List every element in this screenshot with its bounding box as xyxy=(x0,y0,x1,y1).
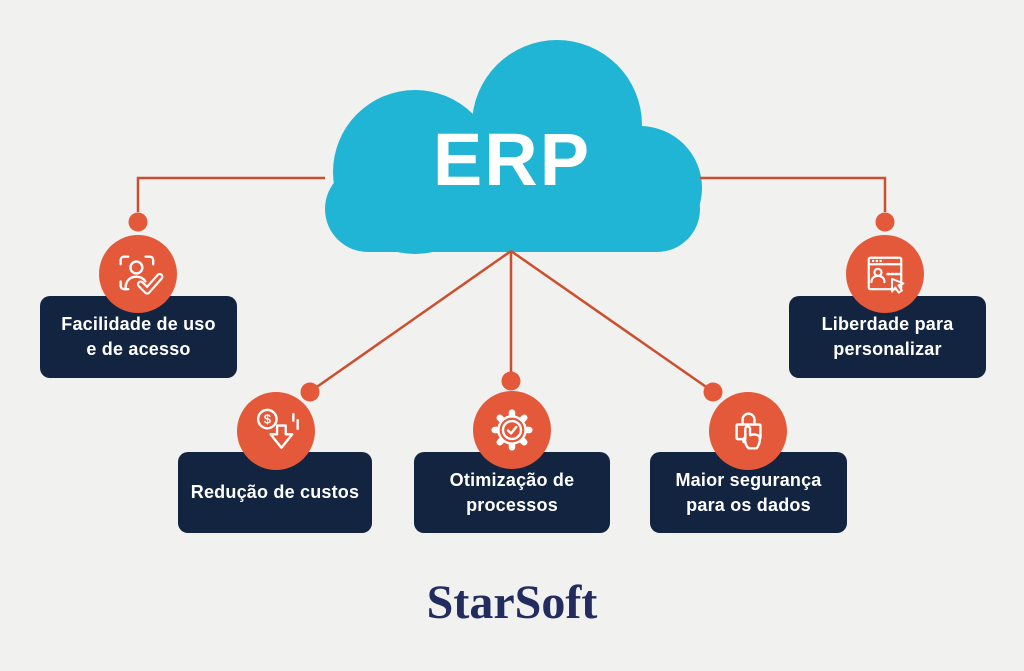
browser-user-cursor-icon xyxy=(867,256,905,294)
icon-circle-process-optimization xyxy=(473,391,551,469)
gear-check-icon xyxy=(491,409,533,451)
connector-diagonal-left xyxy=(310,249,512,393)
label-line: personalizar xyxy=(833,339,942,359)
brand-logo: StarSoft xyxy=(426,576,598,629)
connector-diagonal-right xyxy=(510,249,713,393)
cloud-shape xyxy=(325,40,702,254)
label-line: Facilidade de uso xyxy=(61,314,216,334)
icon-circle-data-security xyxy=(709,392,787,470)
icon-circle-cost-reduction: $ xyxy=(237,392,315,470)
label-line: e de acesso xyxy=(86,339,191,359)
connector-right xyxy=(700,176,887,212)
icon-circle-ease-of-use xyxy=(99,235,177,313)
label-line: Otimização de xyxy=(449,469,575,490)
lock-hand-icon xyxy=(735,412,762,450)
user-verification-icon xyxy=(119,255,164,295)
label-line: Redução de custos xyxy=(190,482,360,502)
label-line: processos xyxy=(466,494,558,515)
label-line: Liberdade para xyxy=(821,314,954,334)
connector-dots xyxy=(128,212,895,402)
label-line: para os dados xyxy=(686,494,811,515)
connector-lines xyxy=(136,176,887,393)
icon-circle-customization xyxy=(846,235,924,313)
connector-left xyxy=(136,176,325,212)
erp-cloud-title: ERP xyxy=(432,118,592,201)
label-box-customization: Liberdade para personalizar xyxy=(789,296,986,378)
cost-reduction-icon: $ xyxy=(256,408,299,449)
svg-text:$: $ xyxy=(264,412,272,427)
label-line: Maior segurança xyxy=(675,469,822,490)
